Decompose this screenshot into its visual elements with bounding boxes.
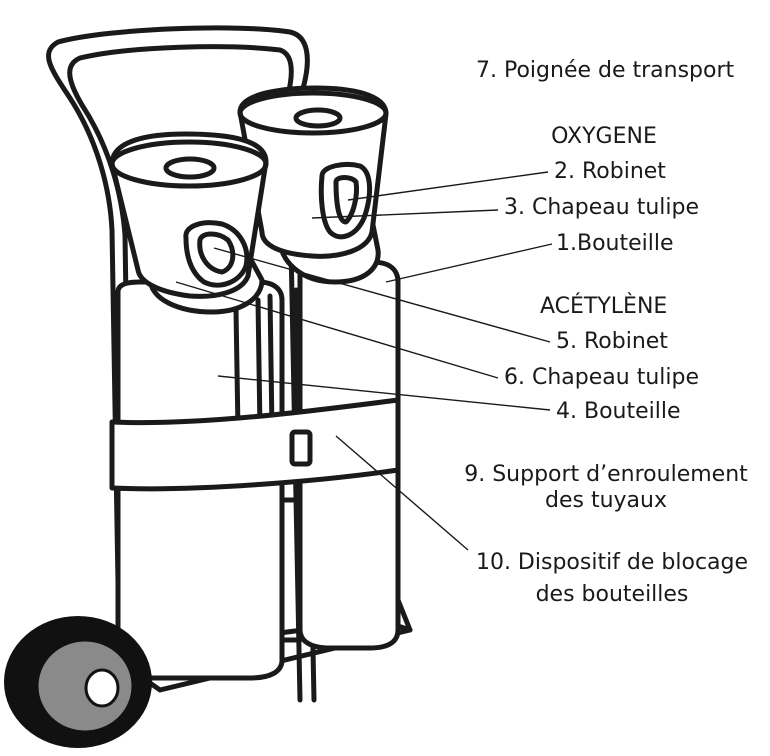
label-locking-device-line1: 10. Dispositif de blocage [475,550,749,575]
label-acetylene-bottle: 4. Bouteille [556,399,681,424]
locking-strap [109,397,401,492]
oxygen-valve [318,161,372,240]
leader-acetylene-bottle [217,375,551,411]
label-oxygen-bottle: 1.Bouteille [556,231,674,256]
label-hose-support-line2: des tuyaux [545,488,667,513]
label-acetylene-valve: 5. Robinet [556,329,668,354]
strap-buckle [289,429,313,467]
leader-oxygen-bottle [385,243,553,283]
cart-frame [46,25,310,703]
leader-lines [175,171,553,551]
acetylene-cap-rim [109,139,269,189]
hose-support-rods [233,287,301,433]
label-oxygen-title: OXYGENE [551,124,657,149]
leader-oxygen-cap [311,209,499,219]
acetylene-cap-hole [163,156,217,180]
label-handle: 7. Poignée de transport [476,58,735,83]
label-locking-device-line2: des bouteilles [535,582,689,607]
label-oxygen-valve: 2. Robinet [554,159,666,184]
frame-lower-bars [279,497,413,643]
leader-oxygen-valve [347,171,549,201]
leader-acetylene-valve [213,247,551,343]
leader-acetylene-cap [175,281,499,379]
label-hose-support-line1: 9. Support d’enroulement [464,462,748,487]
oxygen-cap-hole [293,107,343,129]
label-oxygen-cap: 3. Chapeau tulipe [504,195,699,220]
label-acetylene-title: ACÉTYLÈNE [540,294,668,319]
label-acetylene-cap: 6. Chapeau tulipe [504,365,699,390]
oxygen-cap-rim [237,90,389,136]
leader-locking-device [335,435,469,551]
acetylene-valve [183,220,250,288]
wheel [4,616,152,748]
